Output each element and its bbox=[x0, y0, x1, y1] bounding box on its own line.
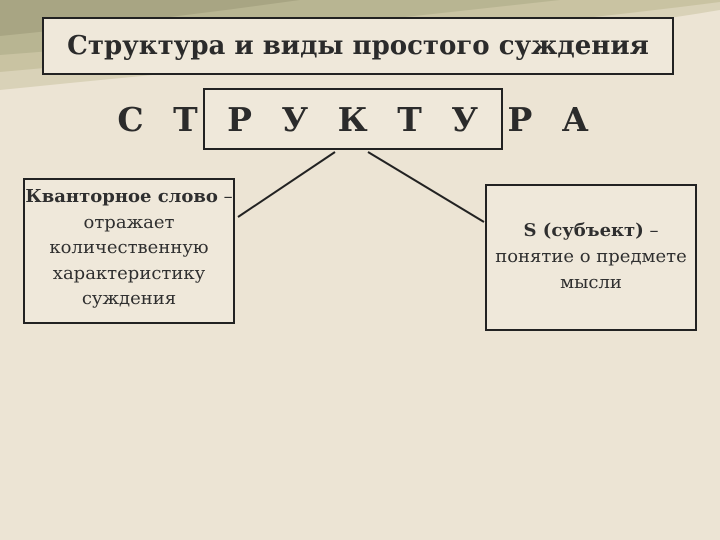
subject-term: S (субъект) bbox=[523, 220, 644, 241]
quantifier-word-description: – отражает количественную характеристику… bbox=[49, 186, 233, 309]
structure-box: С Т Р У К Т У Р А bbox=[117, 88, 589, 150]
page-title: Структура и виды простого суждения bbox=[67, 31, 649, 61]
structure-label: С Т Р У К Т У Р А bbox=[117, 99, 598, 139]
title-box: Структура и виды простого суждения bbox=[42, 17, 674, 75]
quantifier-word-term: Кванторное слово bbox=[25, 186, 218, 207]
subject-box: S (субъект) – понятие о предмете мысли bbox=[485, 184, 697, 331]
quantifier-word-box: Кванторное слово – отражает количественн… bbox=[23, 178, 235, 324]
connector-right bbox=[367, 151, 485, 223]
subject-description: – понятие о предмете мысли bbox=[495, 220, 687, 293]
connector-left bbox=[237, 151, 336, 218]
